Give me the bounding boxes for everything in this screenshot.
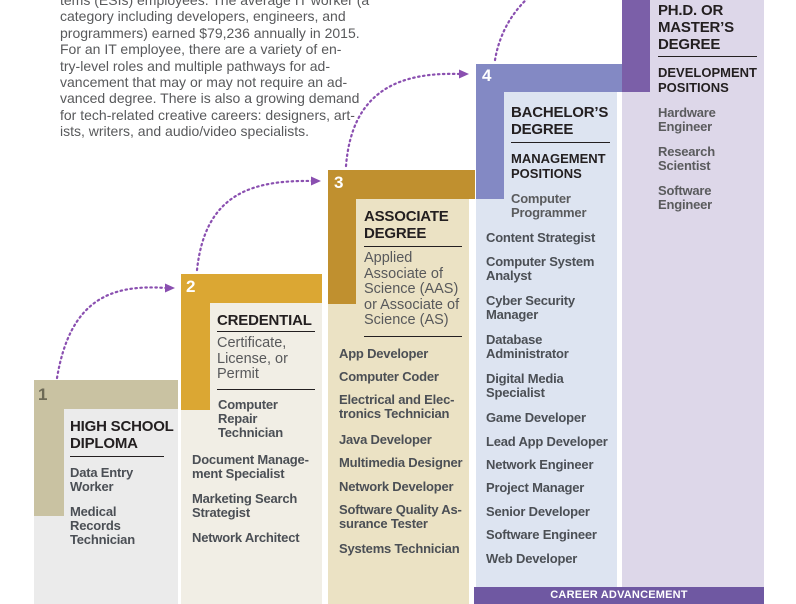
step-3-rule [364,246,462,247]
step-3-rule [364,336,462,337]
step-1-title: HIGH SCHOOL DIPLOMA [70,418,174,452]
intro-line: programmers) earned $79,236 annually in … [60,24,360,41]
step-3-item: Network Developer [339,479,454,494]
step-4-item: Database Administrator [486,332,569,361]
step-3-item: Computer Coder [339,369,439,384]
step-2-rule [217,331,315,332]
step-4-item: Digital Media Specialist [486,371,564,400]
step-4-item: Web Developer [486,551,578,566]
arrow-4-to-5 [493,0,528,62]
step-3-item: Electrical and Elec- tronics Technician [339,392,455,421]
step-4-item: Content Strategist [486,230,596,245]
step-4-category: MANAGEMENT POSITIONS [511,151,606,181]
career-advancement-banner: CAREER ADVANCEMENT [474,587,764,604]
step-2-rule [217,389,315,390]
intro-line: vanced degree. There is also a growing d… [60,90,360,107]
step-3-item: Software Quality As- surance Tester [339,502,462,531]
arrow-3-to-4 [344,72,462,168]
step-2-item: Document Manage- ment Specialist [192,452,309,481]
intro-line: ists, writers, and audio/video specialis… [60,123,309,140]
step-2-item: Network Architect [192,530,300,545]
step-3-item: App Developer [339,346,429,361]
step-5-item: Software Engineer [658,183,713,212]
step-5-item: Research Scientist [658,144,715,173]
step-4-item: Project Manager [486,480,585,495]
intro-line: tems (ESIs) employees. The average IT wo… [60,0,370,8]
step-3-title: ASSOCIATE DEGREE [364,208,449,242]
step-5-rule [658,56,757,57]
intro-line: For an IT employee, there are a variety … [60,41,342,58]
step-4-item: Computer System Analyst [486,254,595,283]
step-1-side-bar [34,380,64,516]
step-3-item: Systems Technician [339,541,460,556]
step-3-item: Java Developer [339,432,432,447]
step-4-side-bar [476,64,504,199]
step-4-title: BACHELOR’S DEGREE [511,104,609,138]
arrowhead-4 [459,69,469,79]
step-4-item: Computer Programmer [511,191,587,220]
step-4-item: Cyber Security Manager [486,293,575,322]
step-2-number: 2 [186,277,196,296]
step-5-title: PH.D. OR MASTER’S DEGREE [658,2,734,53]
step-2-item: Marketing Search Strategist [192,491,298,520]
step-2-subtitle: Certificate, License, or Permit [217,335,288,382]
step-4-item: Senior Developer [486,504,590,519]
step-5-side-bar [622,0,650,92]
intro-paragraph: tems (ESIs) employees. The average IT wo… [60,0,370,140]
step-3-side-bar [328,170,356,304]
step-4-item: Game Developer [486,410,586,425]
step-4-item: Network Engineer [486,457,594,472]
step-1-rule [70,456,164,457]
intro-line: for tech-related creative careers: desig… [60,106,355,123]
step-4-item: Lead App Developer [486,434,608,449]
step-4-item: Software Engineer [486,527,597,542]
step-1-item: Medical Records Technician [70,504,135,547]
intro-line: category including developers, engineers… [60,8,346,25]
arrowhead-2 [165,283,175,293]
step-3-item: Multimedia Designer [339,455,463,470]
intro-line: vancement that may or may not require an… [60,74,348,91]
step-1-number: 1 [38,385,48,404]
step-4-number: 4 [482,66,492,85]
step-2-side-bar [181,274,210,410]
step-4-rule [511,142,610,143]
step-5-category: DEVELOPMENT POSITIONS [658,65,757,95]
intro-line: try-level roles and multiple pathways fo… [60,57,331,74]
arrowhead-3 [311,176,321,186]
step-1-item: Data Entry Worker [70,465,134,494]
step-2-item: Computer Repair Technician [218,397,283,440]
step-2-title: CREDENTIAL [217,312,312,329]
step-3-subtitle: Applied Associate of Science (AAS) or As… [364,250,460,328]
step-5-item: Hardware Engineer [658,105,716,134]
arrow-2-to-3 [195,179,314,272]
step-3-number: 3 [334,173,344,192]
arrow-1-to-2 [55,286,168,380]
step-5-panel [622,0,764,587]
